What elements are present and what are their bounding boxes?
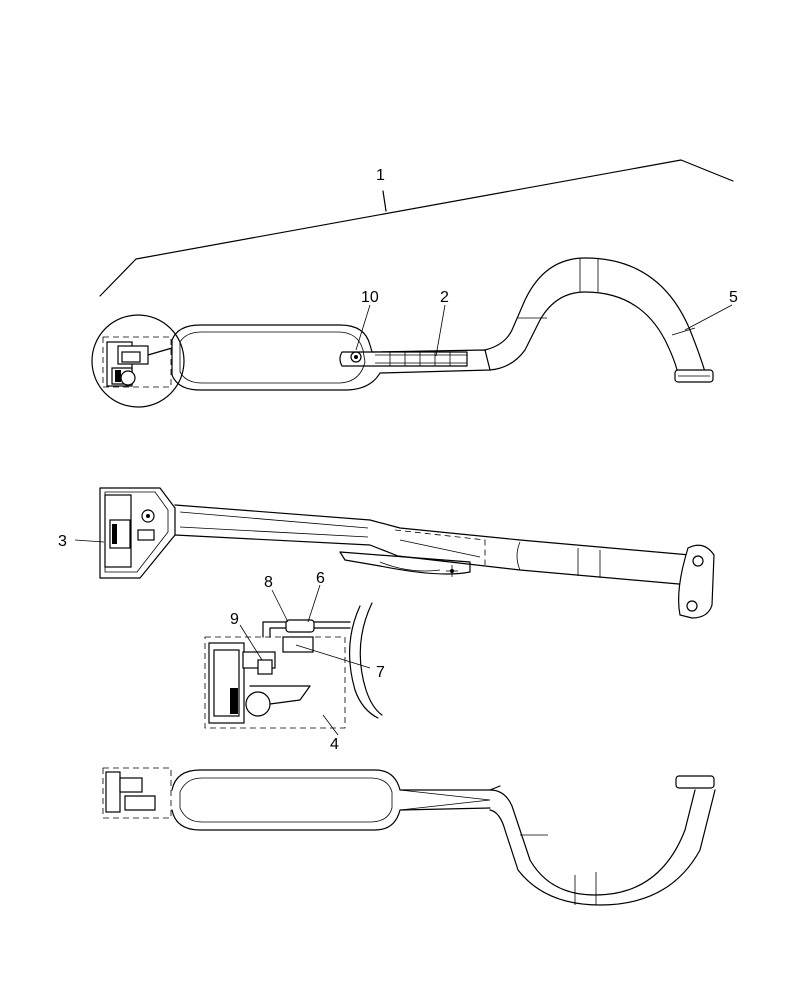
assembly-bracket-1 (99, 159, 734, 297)
latch-detail-view (204, 602, 383, 729)
callout-5: 5 (729, 289, 738, 306)
callout-6: 6 (316, 570, 325, 587)
detail-circle (91, 314, 185, 408)
callout-7: 7 (376, 664, 385, 681)
callout-3: 3 (58, 533, 67, 550)
handle-top-view (91, 257, 714, 408)
callout-9: 9 (230, 611, 239, 628)
leader-lines (74, 304, 733, 736)
handle-side-view (99, 487, 715, 619)
callout-10: 10 (361, 289, 379, 306)
handle-bottom-view (102, 767, 716, 906)
callout-4: 4 (330, 736, 339, 753)
callout-8: 8 (264, 574, 273, 591)
callout-2: 2 (440, 289, 449, 306)
callout-1: 1 (376, 167, 385, 184)
